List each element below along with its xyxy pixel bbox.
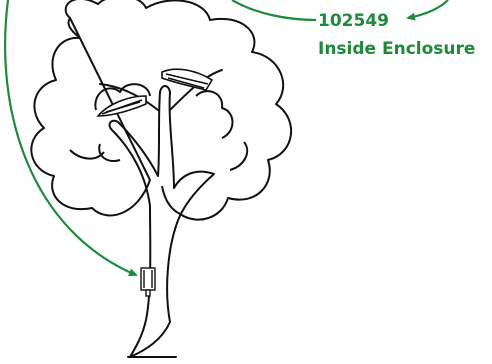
enclosure-box [140, 267, 156, 297]
tree-canopy [30, 0, 293, 221]
callout-arrow-left [4, 0, 138, 277]
light-fixture-right [161, 68, 214, 91]
callout-arrow-top [231, 0, 317, 22]
callout-arrow-right [406, 0, 449, 21]
part-description-label: Inside Enclosure [318, 39, 475, 59]
light-fixture-left [96, 95, 147, 117]
part-number-label: 102549 [318, 11, 389, 31]
